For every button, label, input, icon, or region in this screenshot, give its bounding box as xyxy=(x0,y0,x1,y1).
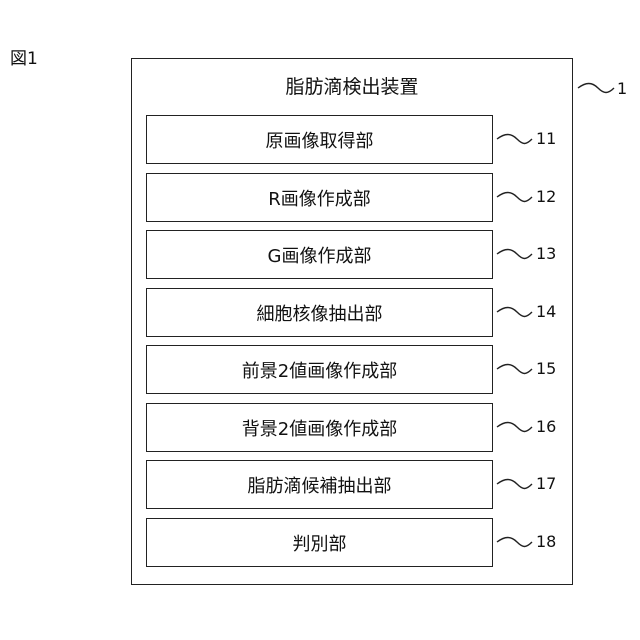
unit-box-discrimination: 判別部 xyxy=(146,518,493,567)
ref-number-12: 12 xyxy=(536,187,556,207)
unit-label: R画像作成部 xyxy=(268,185,371,211)
unit-box-background-binary-creation: 背景2値画像作成部 xyxy=(146,403,493,452)
unit-box-original-image-acquisition: 原画像取得部 xyxy=(146,115,493,164)
ref-number-18: 18 xyxy=(536,532,556,552)
ref-number-11: 11 xyxy=(536,129,556,149)
ref-number-17: 17 xyxy=(536,474,556,494)
ref-number-device: 1 xyxy=(617,79,627,99)
unit-box-droplet-candidate-extraction: 脂肪滴候補抽出部 xyxy=(146,460,493,509)
unit-label: G画像作成部 xyxy=(268,242,372,268)
unit-box-nucleus-image-extraction: 細胞核像抽出部 xyxy=(146,288,493,337)
unit-label: 細胞核像抽出部 xyxy=(257,300,383,326)
figure-label: 図1 xyxy=(10,48,38,70)
unit-label: 判別部 xyxy=(293,530,347,556)
unit-box-r-image-creation: R画像作成部 xyxy=(146,173,493,222)
ref-number-14: 14 xyxy=(536,302,556,322)
unit-label: 原画像取得部 xyxy=(266,127,374,153)
ref-number-13: 13 xyxy=(536,244,556,264)
unit-box-foreground-binary-creation: 前景2値画像作成部 xyxy=(146,345,493,394)
ref-number-15: 15 xyxy=(536,359,556,379)
ref-number-16: 16 xyxy=(536,417,556,437)
device-title: 脂肪滴検出装置 xyxy=(131,74,573,100)
unit-box-g-image-creation: G画像作成部 xyxy=(146,230,493,279)
leader-line-device xyxy=(578,84,614,93)
unit-label: 前景2値画像作成部 xyxy=(242,357,397,383)
unit-label: 脂肪滴候補抽出部 xyxy=(248,472,392,498)
unit-label: 背景2値画像作成部 xyxy=(242,415,397,441)
